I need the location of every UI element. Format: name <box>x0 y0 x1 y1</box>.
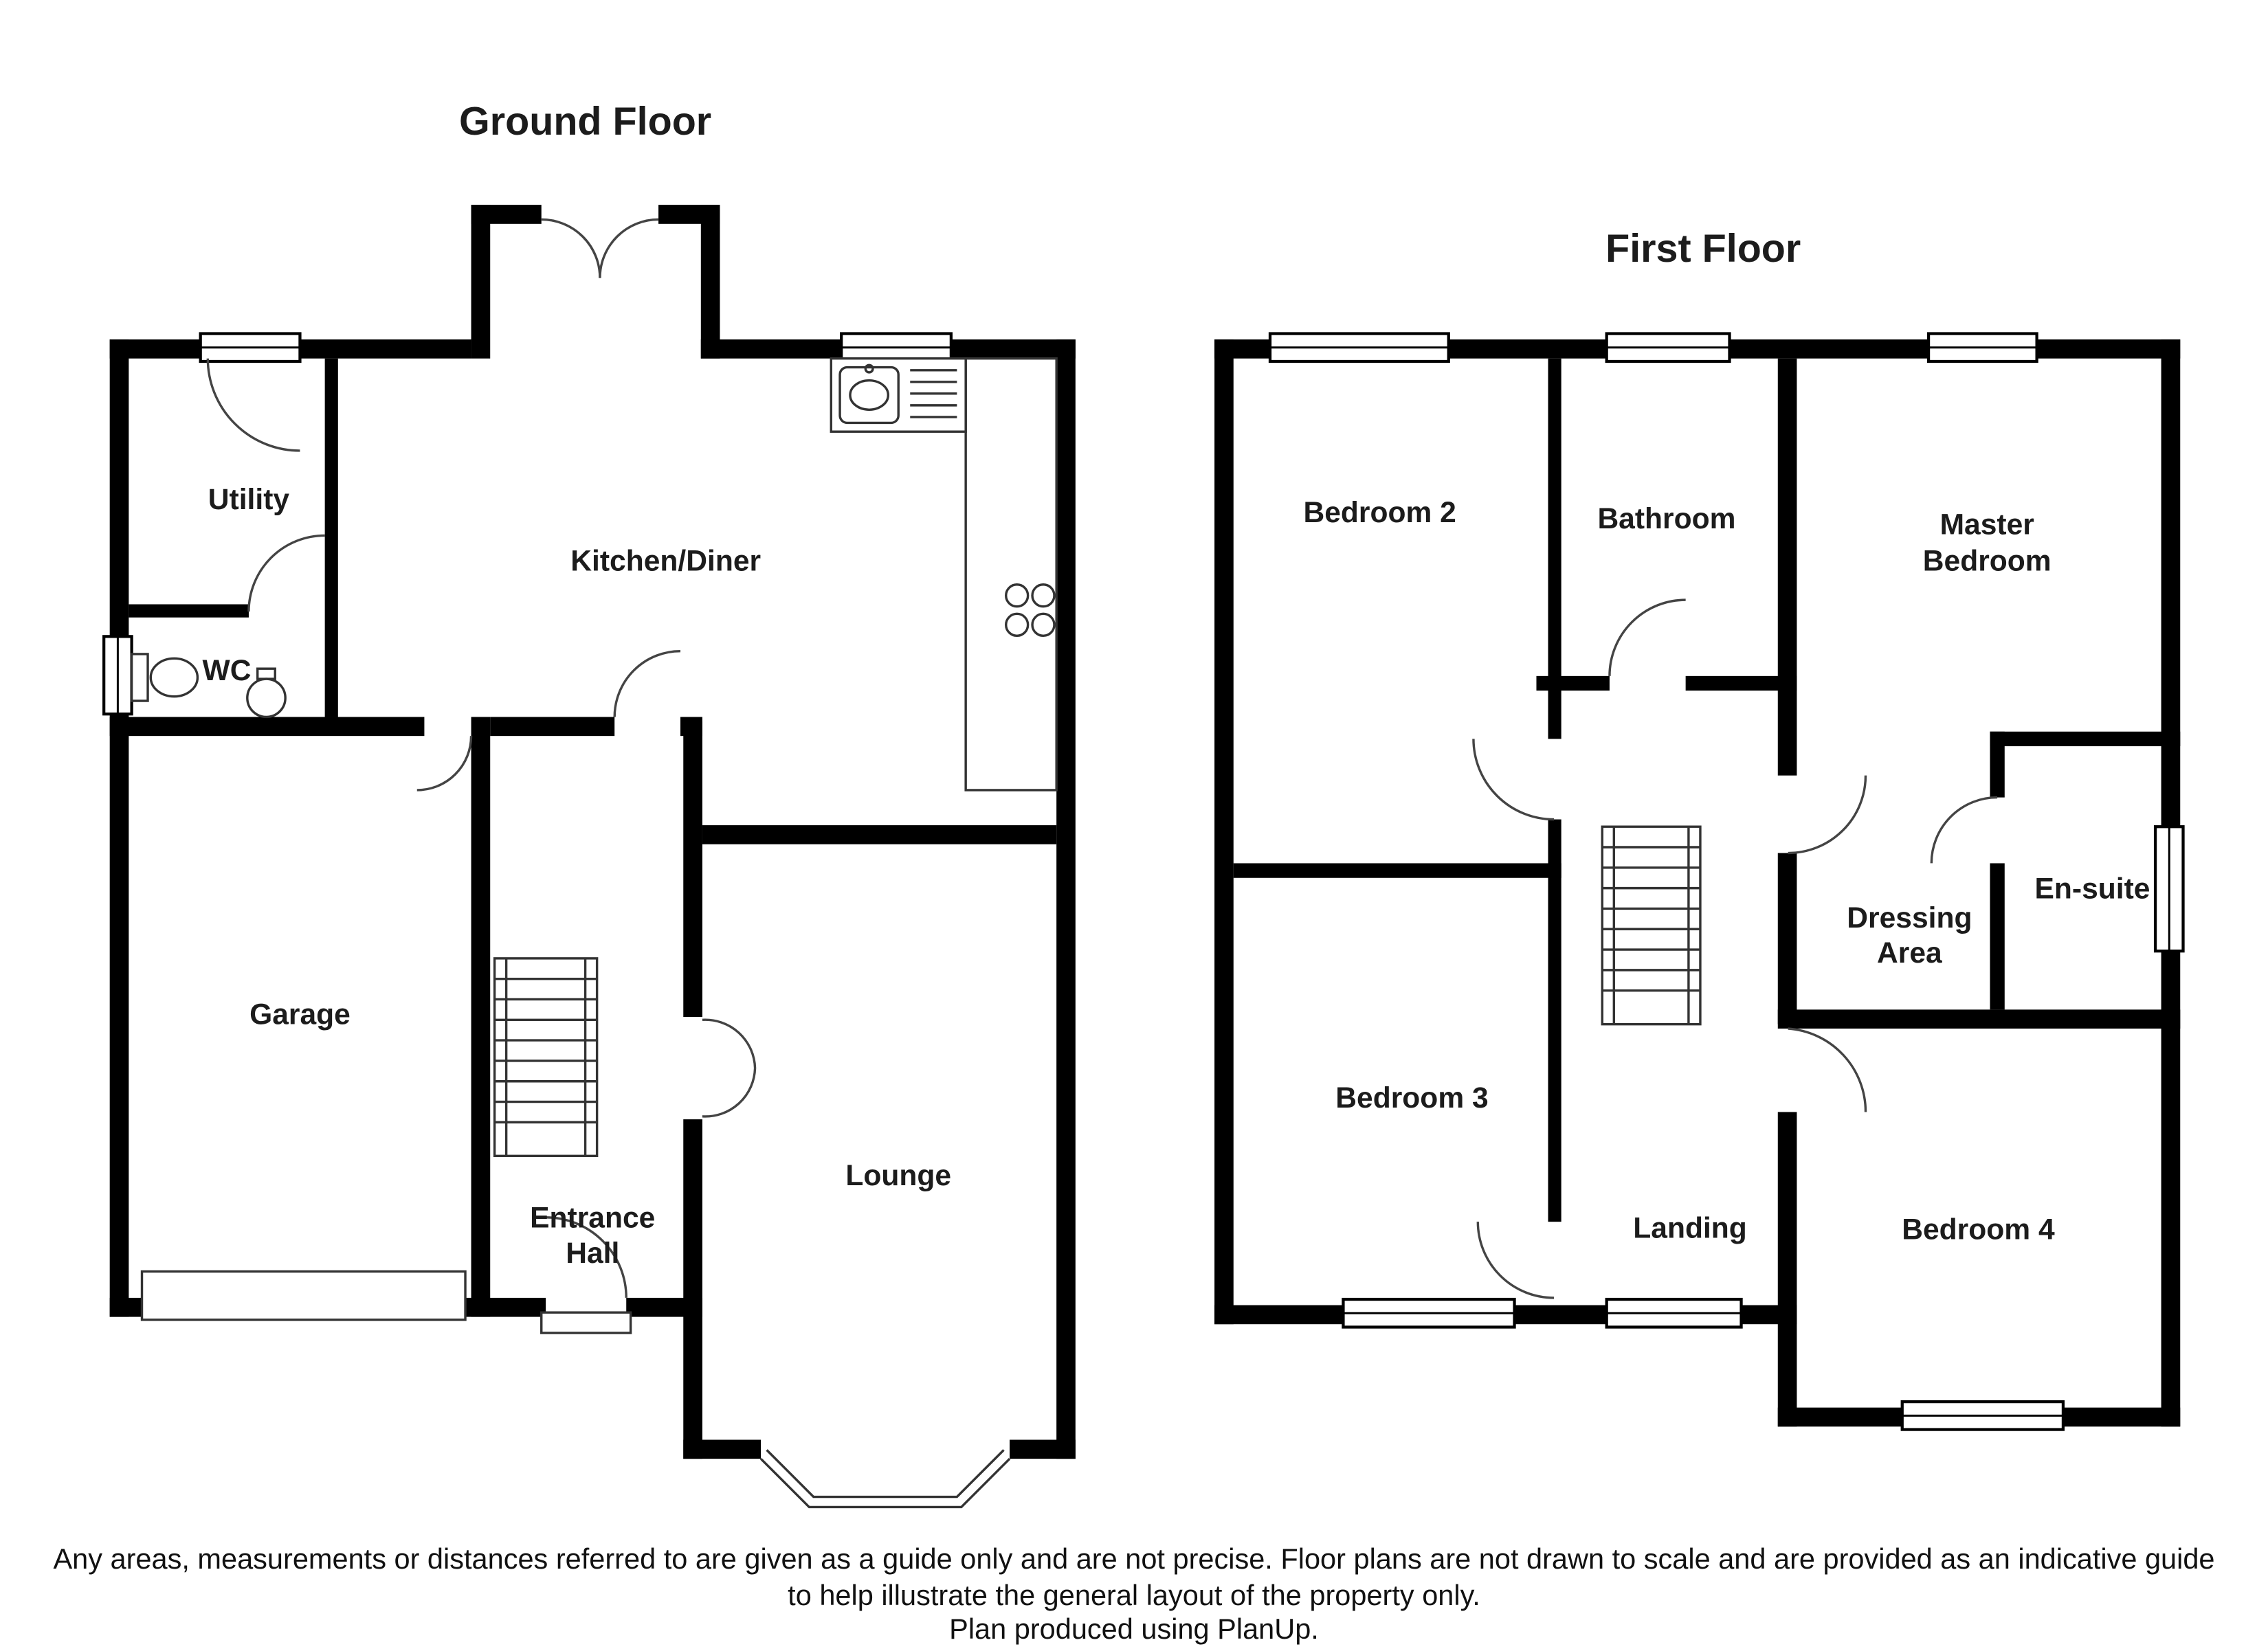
bedroom4-window-icon <box>1900 1400 2065 1431</box>
disclaimer-line3: Plan produced using PlanUp. <box>949 1613 1319 1645</box>
kitchen-window-icon <box>840 332 953 363</box>
ensuite-window-icon <box>2153 825 2185 953</box>
utility-window-icon <box>199 332 302 363</box>
first-floor-plan: First Floor <box>1214 227 2185 1431</box>
room-label-dressing-line1: Dressing <box>1847 901 1972 934</box>
bedroom3-window-icon <box>1342 1297 1516 1329</box>
first-floor-walls <box>1214 339 2181 1427</box>
room-label-landing: Landing <box>1633 1212 1747 1245</box>
first-floor-title: First Floor <box>1605 227 1801 271</box>
room-label-bathroom: Bathroom <box>1597 502 1735 535</box>
disclaimer-line1: Any areas, measurements or distances ref… <box>53 1543 2214 1575</box>
first-floor-stairs-icon <box>1601 825 1702 1026</box>
bathroom-door-icon <box>1608 598 1686 676</box>
room-label-utility: Utility <box>208 483 290 516</box>
utility-back-door-icon <box>206 358 300 452</box>
room-label-wc: WC <box>203 654 252 687</box>
toilet-icon <box>130 653 199 702</box>
ensuite-door-icon <box>1930 796 1998 864</box>
room-label-lounge: Lounge <box>845 1159 951 1192</box>
lounge-double-door-icon <box>702 1018 757 1118</box>
front-door-icon <box>540 1216 632 1334</box>
hall-door-icon <box>416 736 473 792</box>
room-label-garage: Garage <box>249 998 351 1031</box>
landing-window-icon <box>1605 1297 1743 1329</box>
master-bedroom-window-icon <box>1926 332 2038 363</box>
bedroom3-door-icon <box>1476 1222 1555 1299</box>
room-label-entrance-hall-line1: Entrance <box>530 1202 655 1235</box>
room-label-dressing-line2: Area <box>1877 936 1942 969</box>
bedroom2-door-icon <box>1472 739 1555 821</box>
room-label-master-line2: Bedroom <box>1923 545 2052 578</box>
wc-door-icon <box>247 534 325 612</box>
kitchen-counter-icon <box>964 357 1058 792</box>
ground-floor-stairs-icon <box>493 957 599 1158</box>
room-label-kitchen-diner: Kitchen/Diner <box>570 545 761 578</box>
bedroom4-door-icon <box>1788 1027 1867 1112</box>
bedroom2-window-icon <box>1268 332 1450 363</box>
room-label-entrance-hall-line2: Hall <box>566 1237 619 1270</box>
room-label-master-line1: Master <box>1940 508 2034 541</box>
room-label-ensuite: En-suite <box>2035 873 2150 906</box>
patio-double-door-icon <box>541 218 659 278</box>
garage-door-icon <box>140 1270 467 1321</box>
bathroom-window-icon <box>1605 332 1731 363</box>
ground-floor-title: Ground Floor <box>459 100 711 144</box>
disclaimer-line2: to help illustrate the general layout of… <box>788 1579 1480 1611</box>
kitchen-door-icon <box>613 649 681 717</box>
wc-window-icon <box>102 635 133 716</box>
master-bedroom-door-icon <box>1788 775 1867 855</box>
room-label-bedroom4: Bedroom 4 <box>1902 1213 2055 1246</box>
disclaimer: Any areas, measurements or distances ref… <box>53 1543 2214 1645</box>
bay-window-icon <box>759 1449 1011 1509</box>
sink-icon <box>830 357 967 433</box>
hob-icon <box>1005 583 1056 637</box>
room-label-bedroom2: Bedroom 2 <box>1303 496 1456 529</box>
room-label-bedroom3: Bedroom 3 <box>1335 1081 1488 1114</box>
ground-floor-plan: Ground Floor <box>102 100 1076 1509</box>
basin-icon <box>246 667 287 719</box>
